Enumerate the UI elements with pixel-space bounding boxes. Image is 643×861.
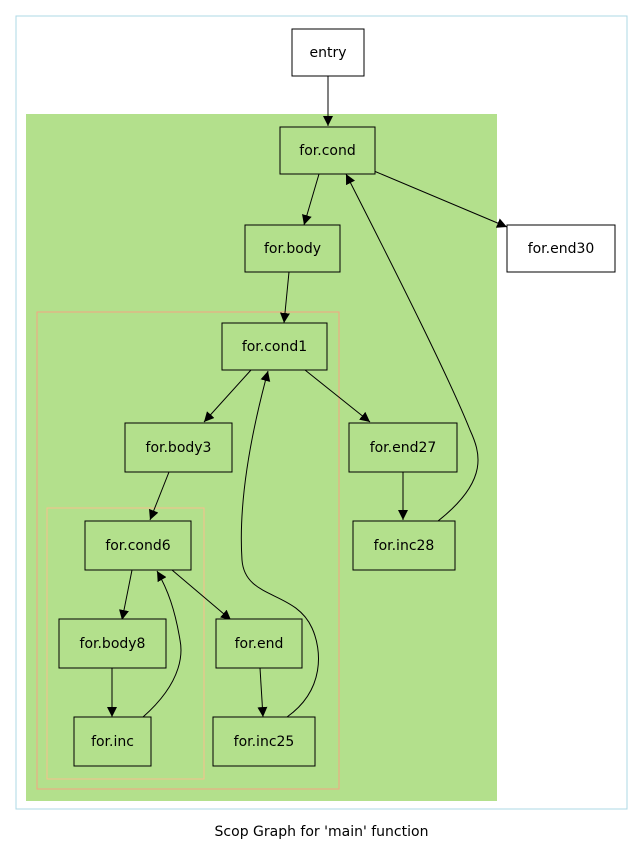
node-for-body8-label: for.body8 [80, 636, 146, 652]
node-for-end30[interactable]: for.end30 [506, 224, 616, 273]
scop-graph: entry for.cond for.body for.end30 for.co… [15, 15, 628, 810]
node-for-end-label: for.end [235, 636, 284, 652]
edge-forend-forinc25 [257, 667, 268, 718]
edge-forinc-forcond6 [142, 570, 182, 718]
outer-cluster [15, 15, 628, 810]
edge-forinc25-forcond1 [240, 370, 319, 718]
node-for-body-label: for.body [264, 241, 321, 257]
edge-forbody-forcond1 [279, 271, 290, 324]
node-for-body3-label: for.body3 [146, 440, 212, 456]
edges [107, 76, 508, 718]
node-for-inc25[interactable]: for.inc25 [212, 716, 316, 767]
node-for-inc28-label: for.inc28 [374, 538, 435, 554]
node-for-inc[interactable]: for.inc [73, 716, 152, 767]
node-for-end[interactable]: for.end [215, 618, 303, 669]
node-for-end30-label: for.end30 [528, 241, 595, 257]
node-entry-label: entry [309, 45, 346, 61]
node-for-inc28[interactable]: for.inc28 [352, 520, 456, 571]
edge-forinc28-forcond [345, 173, 479, 522]
node-for-inc25-label: for.inc25 [234, 734, 295, 750]
node-for-end27[interactable]: for.end27 [348, 422, 458, 473]
edge-forbody3-forcond6 [149, 471, 170, 521]
node-for-body[interactable]: for.body [244, 224, 341, 273]
edge-forcond-forbody [302, 173, 320, 226]
edge-forcond-forend30 [373, 170, 508, 228]
loop-cluster-outer [36, 311, 340, 790]
node-for-body8[interactable]: for.body8 [58, 618, 167, 669]
edge-forcond1-forend27 [304, 369, 371, 423]
node-for-cond6-label: for.cond6 [105, 538, 170, 554]
node-for-cond-label: for.cond [299, 143, 355, 159]
edge-forcond1-forbody3 [203, 369, 252, 423]
edge-forcond6-forend [171, 569, 232, 621]
node-for-cond1[interactable]: for.cond1 [221, 322, 328, 371]
edge-forcond6-forbody8 [119, 569, 133, 621]
graph-caption: Scop Graph for 'main' function [214, 824, 429, 840]
node-for-cond[interactable]: for.cond [279, 126, 376, 175]
node-entry[interactable]: entry [291, 28, 365, 77]
node-for-end27-label: for.end27 [370, 440, 437, 456]
node-for-body3[interactable]: for.body3 [124, 422, 233, 473]
node-for-cond6[interactable]: for.cond6 [84, 520, 192, 571]
loop-cluster-inner [46, 507, 205, 780]
node-for-inc-label: for.inc [91, 734, 134, 750]
node-for-cond1-label: for.cond1 [242, 339, 307, 355]
